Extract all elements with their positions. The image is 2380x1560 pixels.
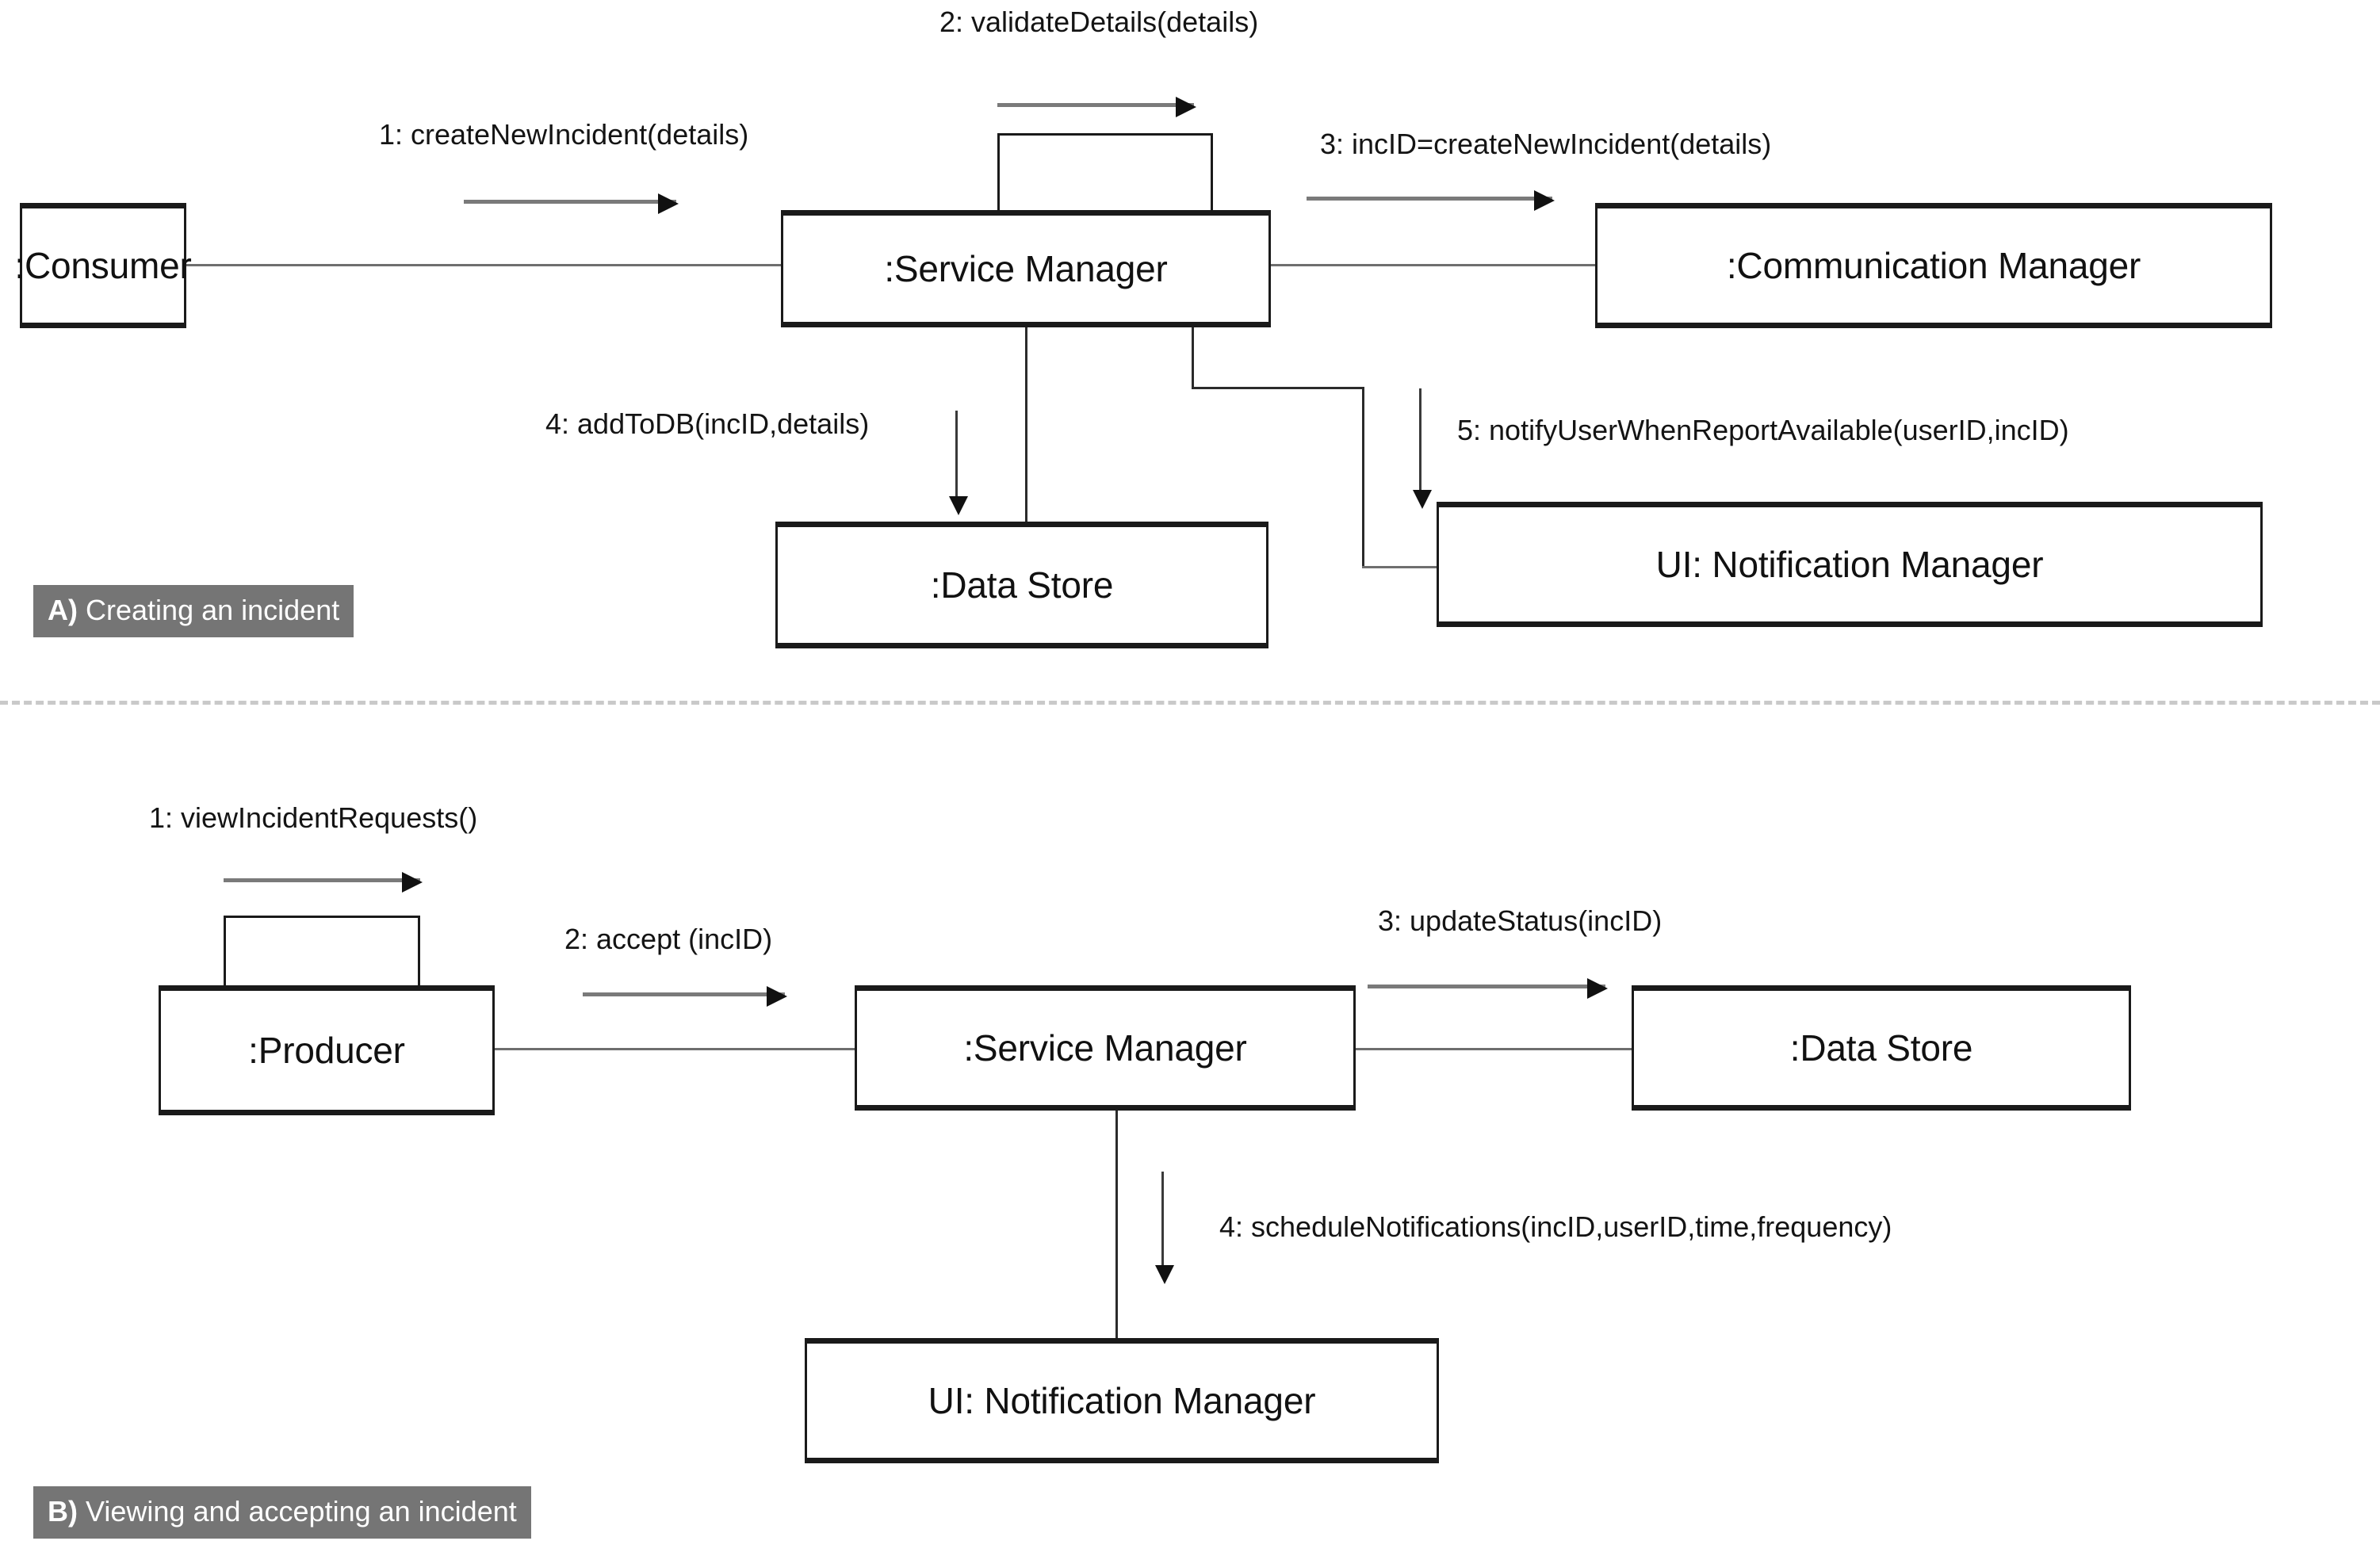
message-arrow-a3	[1307, 190, 1555, 211]
message-label-b2: 2: accept (incID)	[564, 923, 773, 955]
message-label-b3: 3: updateStatus(incID)	[1378, 904, 1663, 937]
object-label-service-manager-b: :Service Manager	[963, 1027, 1247, 1069]
message-arrow-a4	[949, 411, 968, 515]
association-service-manager-notification-elbow-v1	[1192, 325, 1194, 388]
message-arrow-b1	[224, 872, 423, 893]
object-label-producer: :Producer	[248, 1029, 405, 1071]
association-service-manager-notification-manager-b	[1115, 1108, 1118, 1338]
object-data-store-b[interactable]: :Data Store	[1632, 985, 2131, 1111]
object-notification-manager-a[interactable]: UI: Notification Manager	[1437, 502, 2263, 627]
message-label-a4: 4: addToDB(incID,details)	[545, 407, 870, 440]
self-call-loop-service-manager-a	[997, 133, 1213, 212]
message-arrow-b2	[583, 986, 787, 1007]
object-communication-manager[interactable]: :Communication Manager	[1595, 203, 2272, 328]
message-label-a5: 5: notifyUserWhenReportAvailable(userID,…	[1457, 414, 2069, 446]
message-label-b4: 4: scheduleNotifications(incID,userID,ti…	[1219, 1210, 1892, 1243]
object-label-notification-manager-a: UI: Notification Manager	[1655, 543, 2044, 585]
object-notification-manager-b[interactable]: UI: Notification Manager	[805, 1338, 1439, 1463]
message-label-a3: 3: incID=createNewIncident(details)	[1320, 128, 1772, 160]
object-consumer[interactable]: :Consumer	[14, 203, 192, 328]
object-producer[interactable]: :Producer	[159, 985, 495, 1115]
association-consumer-service-manager	[184, 264, 782, 266]
message-label-a1: 1: createNewIncident(details)	[379, 118, 749, 151]
message-label-a2: 2: validateDetails(details)	[939, 6, 1259, 38]
panel-caption-a-text: Creating an incident	[86, 594, 340, 626]
association-service-manager-notification-elbow-h	[1192, 387, 1364, 389]
association-service-manager-notification-elbow-v2	[1362, 387, 1364, 568]
object-label-notification-manager-b: UI: Notification Manager	[928, 1379, 1316, 1421]
message-arrow-a1	[464, 193, 679, 214]
message-label-b1: 1: viewIncidentRequests()	[149, 801, 478, 834]
association-service-manager-data-store-b	[1356, 1048, 1633, 1050]
panel-caption-a-prefix: A)	[48, 594, 78, 626]
object-service-manager-b[interactable]: :Service Manager	[855, 985, 1356, 1111]
association-service-manager-communication-manager	[1267, 264, 1598, 266]
association-notification-manager-a-connector	[1362, 566, 1441, 568]
object-label-data-store-a: :Data Store	[930, 564, 1114, 606]
message-arrow-b3	[1368, 978, 1608, 999]
message-arrow-a5	[1413, 388, 1432, 509]
panel-divider	[0, 701, 2380, 705]
panel-caption-b: B) Viewing and accepting an incident	[33, 1486, 531, 1539]
message-arrow-b4	[1155, 1172, 1174, 1284]
panel-caption-b-text: Viewing and accepting an incident	[86, 1495, 517, 1528]
self-call-loop-producer	[224, 916, 420, 988]
association-service-manager-data-store-a	[1025, 325, 1027, 523]
association-producer-service-manager	[492, 1048, 855, 1050]
panel-caption-a: A) Creating an incident	[33, 585, 354, 637]
object-label-data-store-b: :Data Store	[1789, 1027, 1973, 1069]
object-service-manager-a[interactable]: :Service Manager	[781, 210, 1271, 327]
object-label-communication-manager: :Communication Manager	[1726, 244, 2141, 286]
message-arrow-a2	[997, 97, 1196, 117]
panel-caption-b-prefix: B)	[48, 1495, 78, 1528]
object-label-service-manager-a: :Service Manager	[884, 247, 1168, 289]
object-label-consumer: :Consumer	[14, 244, 192, 286]
object-data-store-a[interactable]: :Data Store	[775, 522, 1268, 648]
